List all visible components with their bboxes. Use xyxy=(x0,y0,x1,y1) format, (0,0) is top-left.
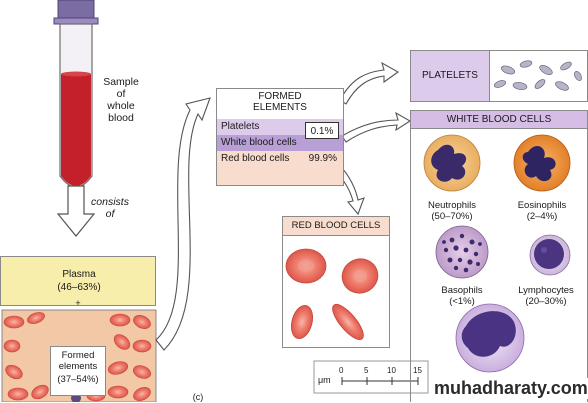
arrow-to-wbc xyxy=(341,111,412,143)
tube-label: Sample of whole blood xyxy=(103,76,139,124)
wbc-title: WHITE BLOOD CELLS xyxy=(446,114,552,125)
scale-tick-15: 15 xyxy=(413,366,422,375)
plus-sign: + xyxy=(75,298,81,308)
white-blood-cells-label: White blood cells xyxy=(221,137,297,148)
basophils-range: (<1%) xyxy=(449,296,475,307)
red-blood-cells-panel: RED BLOOD CELLS xyxy=(282,216,390,348)
scale-unit: μm xyxy=(318,375,331,385)
percent-small: 0.1% xyxy=(310,126,334,137)
basophils-name: Basophils xyxy=(441,285,483,296)
formed-elements-label-box: Formed elements (37–54%) xyxy=(50,346,106,396)
monocyte-drawing xyxy=(455,303,525,373)
platelets-drawing xyxy=(493,60,582,91)
test-tube xyxy=(53,0,99,188)
red-blood-cells-drawing xyxy=(285,248,379,341)
plasma-label: Plasma xyxy=(62,269,96,280)
formed-elements-table: FORMED ELEMENTS Platelets White blood ce… xyxy=(216,88,344,186)
formed-elements-percent: (37–54%) xyxy=(57,374,99,385)
plasma-percent: (46–63%) xyxy=(57,282,101,293)
wbc-label-basophils: Basophils (<1%) xyxy=(422,285,502,307)
rbc-title-bar: RED BLOOD CELLS xyxy=(283,217,389,236)
neutrophils-name: Neutrophils xyxy=(427,200,477,211)
wbc-label-neutrophils: Neutrophils (50–70%) xyxy=(412,200,492,222)
scale-bar xyxy=(313,360,429,394)
neutrophil-drawing xyxy=(423,134,481,192)
down-arrow xyxy=(56,185,96,237)
rbc-title: RED BLOOD CELLS xyxy=(291,220,381,231)
wbc-label-lymphocytes: Lymphocytes (20–30%) xyxy=(506,285,586,307)
platelets-title-box: PLATELETS xyxy=(411,51,490,101)
lymphocytes-name: Lymphocytes xyxy=(518,285,574,296)
scale-tick-10: 10 xyxy=(387,366,396,375)
formed-elements-label: Formed elements xyxy=(58,350,98,372)
eosinophils-name: Eosinophils xyxy=(517,200,567,211)
watermark: muhadharaty.com xyxy=(432,378,588,399)
basophil-drawing xyxy=(435,225,489,279)
red-percent: 99.9% xyxy=(308,153,337,164)
row-white-blood-cells: White blood cells xyxy=(217,135,343,151)
curved-arrow-up xyxy=(155,97,211,351)
panel-letter: (c) xyxy=(192,392,204,402)
eosinophils-range: (2–4%) xyxy=(526,211,558,222)
wbc-title-bar: WHITE BLOOD CELLS xyxy=(411,111,587,129)
lymphocytes-range: (20–30%) xyxy=(525,296,567,307)
scale-tick-0: 0 xyxy=(339,366,344,375)
formed-elements-title: FORMED ELEMENTS xyxy=(253,91,307,113)
red-blood-cells-label: Red blood cells xyxy=(221,153,290,164)
neutrophils-range: (50–70%) xyxy=(431,211,473,222)
arrow-to-platelets xyxy=(339,61,400,105)
lymphocyte-drawing xyxy=(529,234,571,276)
platelets-label: Platelets xyxy=(221,121,260,132)
consists-of-label: consists of xyxy=(91,196,129,220)
platelets-panel: PLATELETS xyxy=(410,50,588,102)
row-red-blood-cells: Red blood cells 99.9% xyxy=(217,151,343,185)
wbc-label-eosinophils: Eosinophils (2–4%) xyxy=(502,200,582,222)
eosinophil-drawing xyxy=(513,134,571,192)
plasma-box: Plasma (46–63%) xyxy=(0,256,156,306)
scale-tick-5: 5 xyxy=(364,366,369,375)
platelets-title: PLATELETS xyxy=(422,70,478,81)
percent-small-box: 0.1% xyxy=(305,122,339,139)
white-blood-cells-panel: WHITE BLOOD CELLS xyxy=(410,110,588,402)
